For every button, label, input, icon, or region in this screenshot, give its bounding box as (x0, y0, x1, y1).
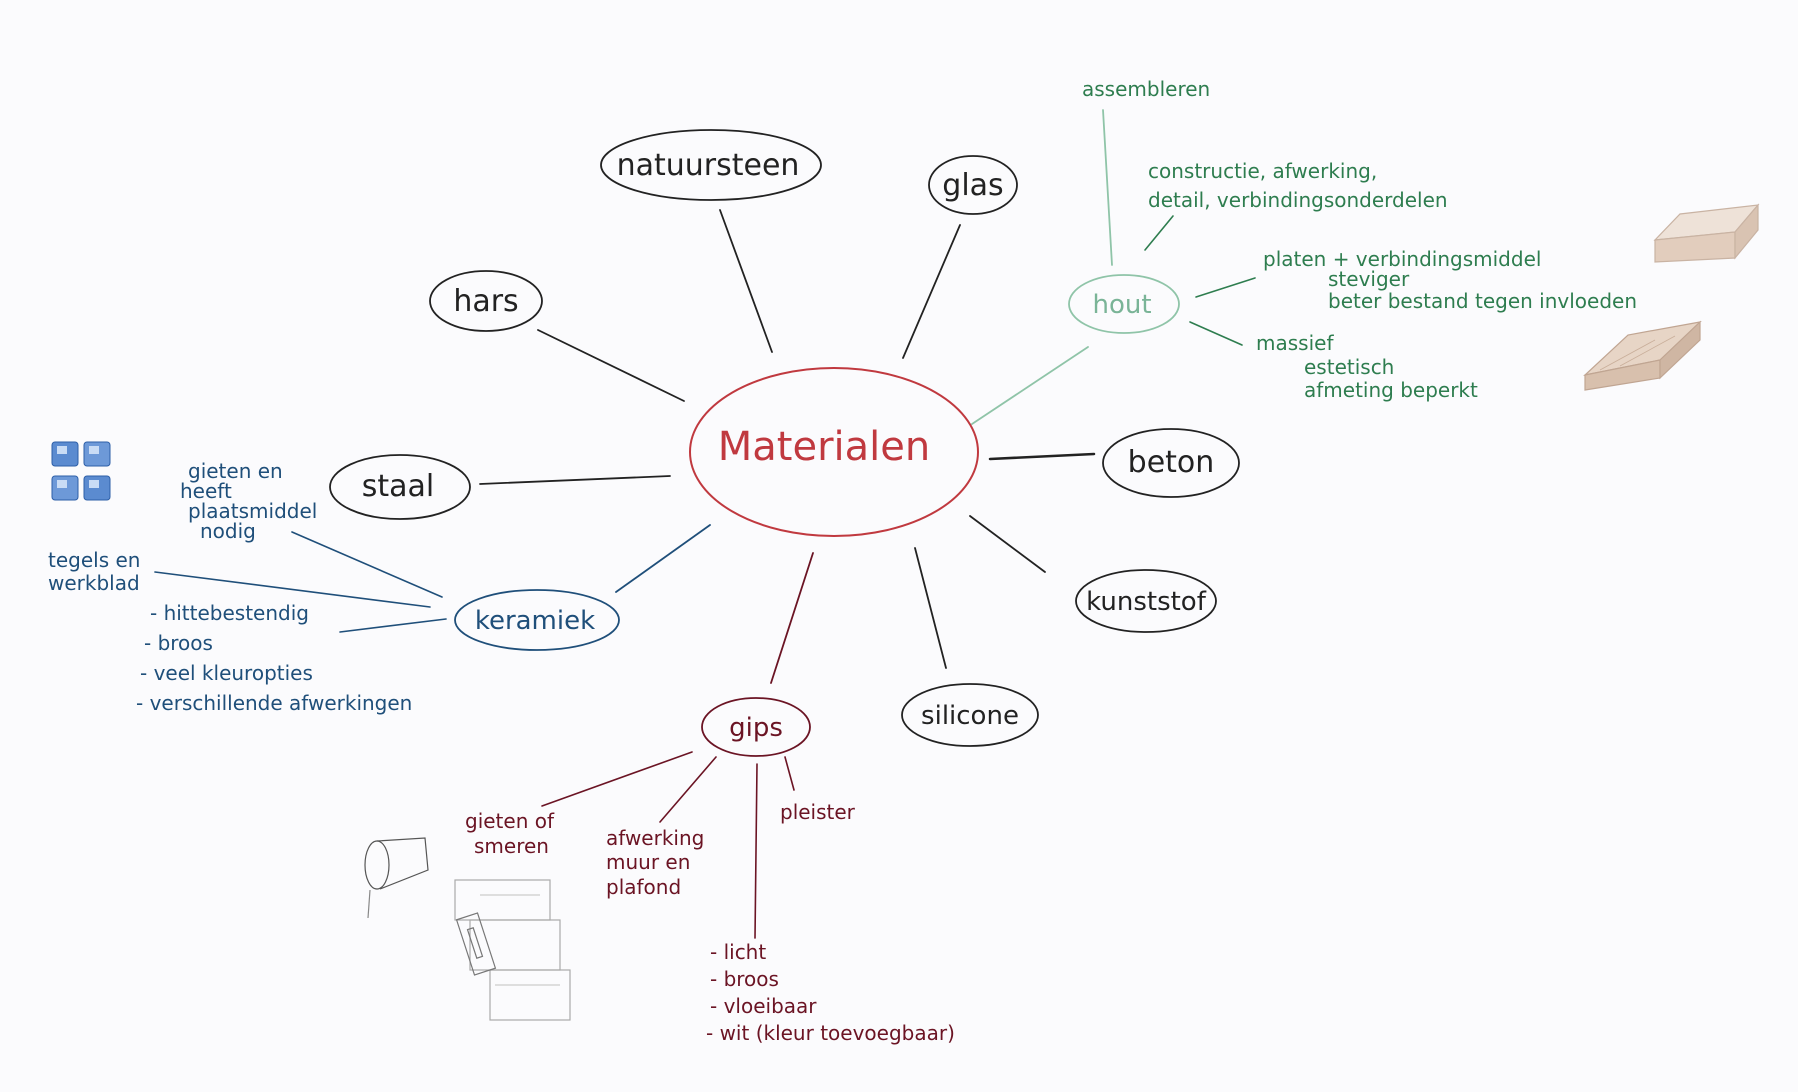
node-hars-label: hars (453, 284, 518, 319)
hout-note-constructie-2: detail, verbindingsonderdelen (1148, 188, 1448, 212)
line-gips-afwerking (659, 756, 717, 823)
node-hout-ellipse (1068, 274, 1180, 334)
gips-note-pleister: pleister (780, 800, 856, 824)
line-hout-platen (1195, 277, 1256, 298)
node-beton-label: beton (1128, 445, 1215, 480)
node-staal: staal (329, 454, 471, 520)
line-keramiek-tegels (154, 571, 431, 608)
gips-note-afwerking-1: afwerking (606, 826, 704, 850)
hout-note-massief-1: massief (1256, 331, 1334, 355)
gips-prop-2: - vloeibaar (710, 994, 817, 1018)
hout-note-assembleren: assembleren (1082, 77, 1210, 101)
line-keramiek-props (339, 618, 447, 633)
line-kunststof (969, 515, 1046, 573)
hout-note-platen-3: beter bestand tegen invloeden (1328, 289, 1637, 313)
node-kunststof: kunststof (1075, 569, 1217, 633)
keramiek-note-gieten-4: nodig (200, 519, 256, 543)
center-label: Materialen (718, 424, 930, 470)
hout-note-platen-1: platen + verbindingsmiddel (1263, 247, 1541, 271)
gips-notes: gieten of smeren afwerking muur en plafo… (465, 800, 955, 1045)
node-staal-ellipse (329, 454, 471, 520)
hout-note-massief-3: afmeting beperkt (1304, 378, 1478, 402)
line-keramiek (615, 524, 711, 593)
node-glas: glas (928, 155, 1018, 215)
node-beton: beton (1102, 428, 1240, 498)
node-glas-ellipse (928, 155, 1018, 215)
line-glas (902, 224, 961, 359)
gips-note-gieten-1: gieten of (465, 809, 555, 833)
line-gips-props (754, 763, 758, 939)
node-keramiek: keramiek (454, 589, 620, 651)
wood-plank-icon (1583, 320, 1702, 391)
node-natuursteen-label: natuursteen (617, 148, 800, 183)
plaster-profile-icon (364, 837, 571, 1021)
gips-note-afwerking-3: plafond (606, 875, 681, 899)
node-glas-label: glas (942, 168, 1003, 203)
keramiek-prop-1: - broos (144, 631, 213, 655)
node-gips-ellipse (701, 697, 811, 757)
node-gips-label: gips (729, 713, 783, 743)
node-hars: hars (429, 270, 543, 332)
node-natuursteen-ellipse (600, 129, 822, 201)
hout-note-massief-2: estetisch (1304, 355, 1394, 379)
node-silicone-ellipse (901, 683, 1039, 747)
gips-prop-0: - licht (710, 940, 766, 964)
node-natuursteen: natuursteen (600, 129, 822, 201)
keramiek-note-gieten-2: heeft (180, 479, 232, 503)
line-keramiek-gieten (291, 531, 443, 598)
node-keramiek-ellipse (454, 589, 620, 651)
hout-note-constructie-1: constructie, afwerking, (1148, 159, 1377, 183)
gips-prop-1: - broos (710, 967, 779, 991)
node-beton-ellipse (1102, 428, 1240, 498)
node-hout: hout (1068, 274, 1180, 334)
node-gips: gips (701, 697, 811, 757)
line-gips-gieten (541, 751, 693, 807)
hout-notes: assembleren constructie, afwerking, deta… (1082, 77, 1637, 402)
line-hout-massief (1189, 321, 1243, 346)
line-hout-constructie (1144, 215, 1174, 251)
line-hout (971, 346, 1089, 425)
keramiek-note-gieten-1: gieten en (188, 459, 283, 483)
keramiek-note-tegels-1: tegels en (48, 548, 140, 572)
node-hout-label: hout (1092, 290, 1151, 320)
line-beton (988, 452, 1096, 461)
node-kunststof-label: kunststof (1086, 587, 1207, 617)
tiles-icon (51, 441, 111, 501)
center-ellipse (689, 367, 979, 537)
line-natuursteen (719, 209, 773, 353)
node-silicone-label: silicone (921, 701, 1019, 731)
keramiek-note-gieten-3: plaatsmiddel (188, 499, 317, 523)
line-silicone (914, 547, 947, 669)
line-hout-assembleren (1102, 109, 1113, 266)
center-node: Materialen (689, 367, 979, 537)
gips-prop-3: - wit (kleur toevoegbaar) (706, 1021, 955, 1045)
line-hars (537, 329, 685, 402)
keramiek-prop-3: - verschillende afwerkingen (136, 691, 412, 715)
node-keramiek-label: keramiek (475, 606, 595, 636)
node-hars-ellipse (429, 270, 543, 332)
line-gips (770, 552, 814, 684)
line-staal (479, 475, 671, 485)
connector-lines (154, 109, 1256, 939)
gips-note-afwerking-2: muur en (606, 850, 690, 874)
wood-plank-icon (1653, 203, 1760, 263)
keramiek-notes: gieten en heeft plaatsmiddel nodig tegel… (48, 459, 412, 715)
keramiek-prop-0: - hittebestendig (150, 601, 309, 625)
node-silicone: silicone (901, 683, 1039, 747)
hout-note-platen-2: steviger (1328, 267, 1410, 291)
line-gips-pleister (784, 756, 795, 791)
node-kunststof-ellipse (1075, 569, 1217, 633)
keramiek-prop-2: - veel kleuropties (140, 661, 313, 685)
keramiek-note-tegels-2: werkblad (48, 571, 140, 595)
node-staal-label: staal (362, 469, 435, 504)
gips-note-gieten-2: smeren (474, 834, 549, 858)
